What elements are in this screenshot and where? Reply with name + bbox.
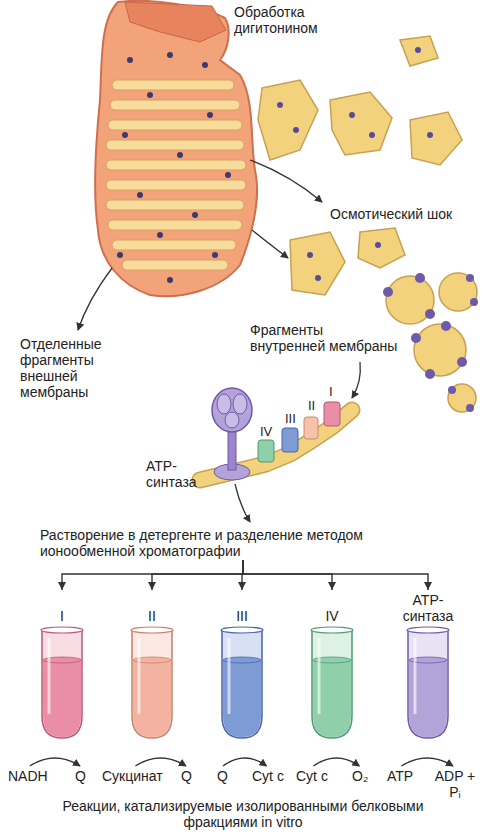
part-label: Отделенные фрагменты внешней мембраны (20, 336, 142, 400)
tube-heading: IV (304, 590, 360, 624)
tube-heading: ATP-синтаза (392, 590, 464, 624)
callout-number: IV (260, 424, 272, 440)
reaction-substrate: Сукцинат (102, 768, 163, 784)
reaction-substrate: Q (217, 768, 228, 784)
tube-label: IV (325, 608, 338, 624)
process-label: Обработка дигитонином (234, 4, 346, 36)
callout-number: II (308, 398, 315, 414)
part-label: ATP-синтаза (146, 458, 208, 490)
reaction-product: Q (75, 768, 86, 784)
branch-arrow (243, 560, 332, 590)
test-tube-drawing (307, 626, 357, 740)
test-tube: II (124, 590, 180, 740)
test-tube-drawing (217, 626, 267, 740)
tube-label: I (60, 608, 64, 624)
tube-label: II (148, 608, 156, 624)
callout-number: I (329, 384, 333, 400)
reaction-product: ADP + Pᵢ (434, 768, 476, 800)
reaction-product: Q (181, 768, 192, 784)
caption: Реакции, катализируемые изолированными б… (43, 798, 443, 830)
process-text: Растворение в детергенте и разделение ме… (40, 527, 445, 559)
reaction-product: O₂ (352, 768, 368, 784)
reaction-arrow (135, 758, 186, 766)
branch-arrow (152, 560, 243, 590)
reaction-substrate: ATP (387, 768, 413, 784)
reaction-product: Cyt c (252, 768, 284, 784)
tube-heading: III (214, 590, 270, 624)
tube-heading: II (124, 590, 180, 624)
tube-heading: I (34, 590, 90, 624)
reaction-substrate: NADH (8, 768, 48, 784)
reaction-arrow (314, 758, 360, 766)
tube-label: III (236, 608, 248, 624)
test-tube: I (34, 590, 90, 740)
test-tube: IV (304, 590, 360, 740)
part-label: Фрагменты внутренней мембраны (250, 322, 400, 354)
reaction-substrate: Cyt c (296, 768, 328, 784)
test-tube-drawing (403, 626, 453, 740)
branch-arrow (243, 560, 428, 590)
reaction-arrow (30, 758, 80, 766)
branch-arrow (62, 560, 243, 590)
process-label: Осмотический шок (330, 206, 482, 222)
reaction-arrow (401, 758, 453, 766)
test-tube: III (214, 590, 270, 740)
test-tube: ATP-синтаза (392, 590, 464, 740)
callout-number: III (285, 411, 296, 427)
test-tube-drawing (127, 626, 177, 740)
test-tube-drawing (37, 626, 87, 740)
process-step: Растворение в детергенте и разделение ме… (40, 527, 445, 559)
reaction-arrow (223, 758, 266, 766)
tube-label: ATP-синтаза (395, 592, 461, 624)
